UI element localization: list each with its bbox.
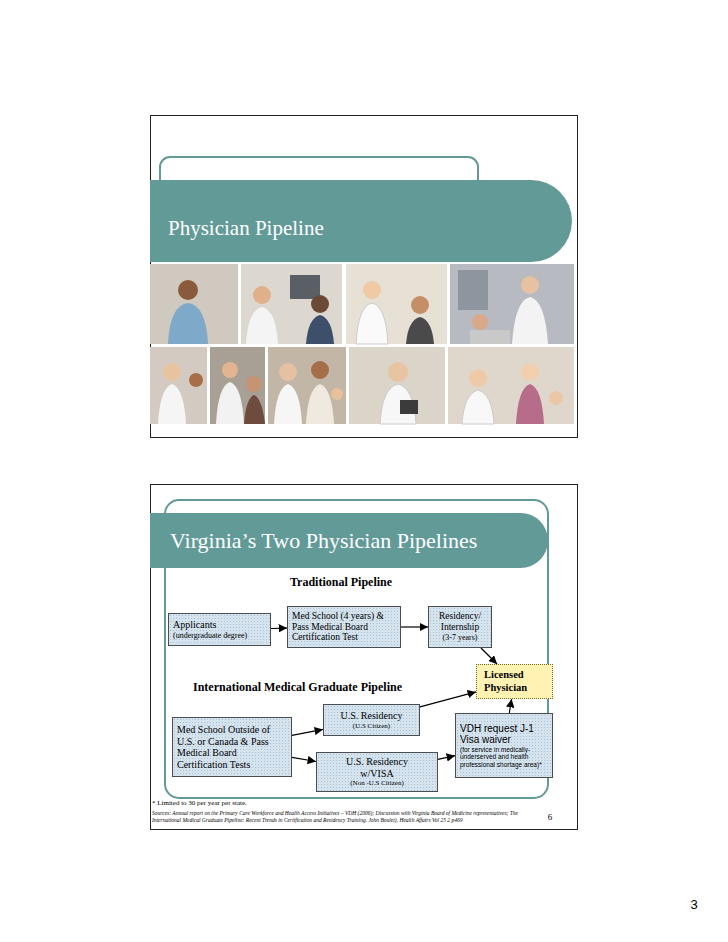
process-box: U.S. Residency w/VISA(Non -U.S Citizen): [316, 752, 438, 792]
photo-person: [163, 363, 181, 381]
box-heading: Residency/ Internship: [433, 611, 487, 633]
photo: [150, 347, 207, 424]
flow-arrow: [292, 757, 316, 761]
photo-person: [279, 363, 297, 381]
flow-arrow: [401, 626, 428, 627]
photo-person: [244, 395, 265, 424]
photo-person: [274, 384, 302, 424]
box-note: (for service in medically-underserved an…: [460, 746, 548, 768]
page-number: 3: [684, 897, 704, 913]
flow-arrow: [271, 627, 287, 629]
photo-person: [469, 369, 487, 387]
box-text: Med School Outside of U.S. or Canada & P…: [177, 724, 287, 770]
photo: [450, 264, 574, 344]
slide-title-band: Virginia’s Two Physician Pipelines: [150, 513, 548, 568]
photo-person: [216, 382, 244, 424]
slide-title: Virginia’s Two Physician Pipelines: [170, 528, 538, 553]
photo-person: [178, 280, 198, 300]
process-box: U.S. Residency(U.S Citizen): [323, 704, 420, 736]
photo-equipment: [458, 270, 488, 310]
process-box: Applicants(undergraduate degree): [168, 613, 271, 646]
photo: [346, 264, 447, 344]
photo: [268, 347, 346, 424]
photo-person: [246, 307, 278, 344]
box-text: Med School (4 years) & Pass Medical Boar…: [292, 611, 396, 644]
slide-title: Physician Pipeline: [168, 216, 562, 240]
flow-arrow: [292, 729, 323, 735]
photo-person: [406, 317, 434, 344]
photo-person: [158, 384, 186, 424]
footnote: * Limited to 30 per year per state.: [152, 799, 452, 807]
flow-arrow: [509, 699, 511, 713]
outcome-text: Licensed Physician: [484, 669, 545, 693]
photo-person: [512, 297, 548, 344]
photo: [448, 347, 574, 424]
box-note: (3-7 years): [433, 633, 487, 642]
section-label: International Medical Graduate Pipeline: [193, 680, 445, 694]
photo-clipboard: [400, 400, 418, 414]
process-box: Med School (4 years) & Pass Medical Boar…: [287, 606, 401, 648]
slide-number: 6: [544, 812, 556, 823]
photo: [150, 264, 238, 344]
section-label: Traditional Pipeline: [266, 575, 416, 589]
photo-person: [246, 376, 262, 392]
flow-arrow: [438, 756, 455, 760]
box-note: (Non -U.S Citizen): [337, 779, 417, 787]
photo-person: [189, 373, 203, 387]
photo: [241, 264, 342, 344]
flow-arrow: [481, 648, 497, 664]
photo-person: [253, 286, 271, 304]
photo-monitor: [290, 275, 320, 299]
photo-person: [549, 391, 563, 405]
photo-strip: [150, 264, 574, 424]
process-box: Residency/ Internship(3-7 years): [428, 606, 492, 648]
photo-person: [331, 388, 343, 400]
box-note: (U.S Citizen): [328, 722, 415, 730]
photo-person: [411, 296, 429, 314]
box-note: (undergraduate degree): [173, 631, 266, 640]
box-heading: VDH request J-1 Visa waiver: [460, 723, 548, 746]
box-heading: U.S. Residency w/VISA: [337, 756, 417, 779]
photo-person: [363, 281, 381, 299]
photo: [210, 347, 265, 424]
photo-person: [472, 314, 488, 330]
source-note: Sources: Annual report on the Primary Ca…: [152, 810, 542, 824]
photo-person: [516, 384, 544, 424]
photo-person: [521, 276, 539, 294]
slide-frame: [151, 116, 578, 438]
slide-title-band: Physician Pipeline: [150, 180, 572, 262]
box-heading: Applicants: [173, 619, 266, 631]
slide-frame: [151, 485, 578, 830]
process-box: VDH request J-1 Visa waiver(for service …: [455, 713, 553, 778]
photo-person: [306, 315, 334, 344]
photo-person: [306, 384, 334, 424]
photo-person: [388, 362, 408, 382]
photo-person: [222, 362, 238, 378]
photo-person: [356, 303, 388, 344]
outcome-box: Licensed Physician: [476, 664, 553, 699]
photo: [349, 347, 445, 424]
photo-person: [470, 330, 510, 344]
photo-person: [521, 363, 539, 381]
photo-person: [311, 295, 329, 313]
process-box: Med School Outside of U.S. or Canada & P…: [172, 717, 292, 777]
photo-person: [168, 303, 208, 344]
box-heading: U.S. Residency: [328, 710, 415, 722]
flow-arrow: [420, 692, 476, 707]
photo-person: [462, 390, 494, 424]
photo-person: [311, 361, 329, 379]
